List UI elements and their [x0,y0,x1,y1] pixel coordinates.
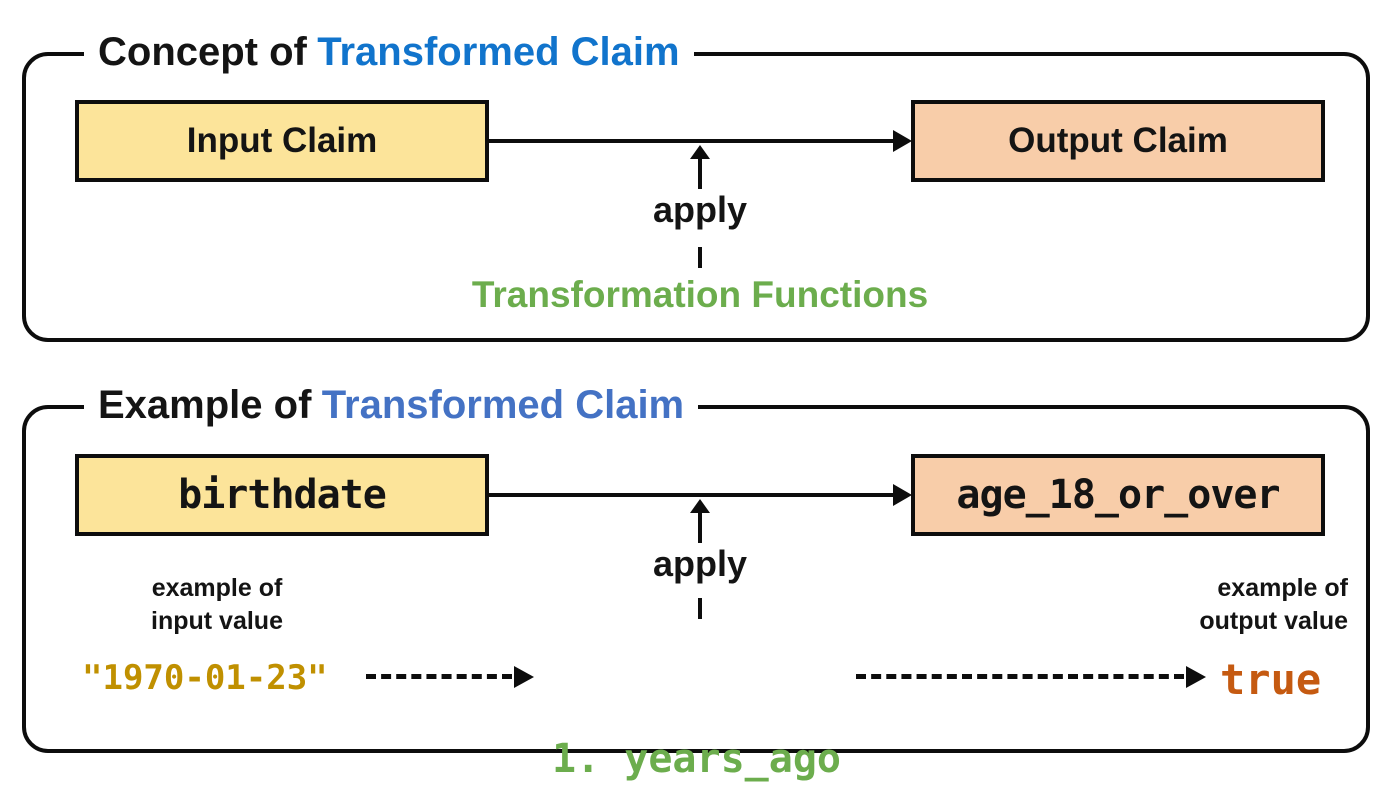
output-dashed-arrow-head-icon [1186,666,1206,688]
output-claim-label: Output Claim [1008,121,1228,160]
example-apply-arrow-head-icon [690,499,710,513]
example-apply-label: apply [652,543,748,584]
output-dashed-arrow-line [856,674,1184,679]
example-apply-dash [698,598,702,619]
input-example-caption-line2: input value [151,607,283,635]
concept-arrow-line [489,139,895,143]
age-claim-box: age_18_or_over [911,454,1325,536]
concept-apply-arrow-shaft [698,158,702,189]
output-example-caption-line2: output value [1199,607,1348,635]
input-example-caption: example of input value [112,572,322,638]
input-claim-label: Input Claim [186,121,378,160]
example-apply-arrow-shaft [698,512,702,543]
example-arrow-head-icon [893,484,912,506]
input-dashed-arrow-head-icon [514,666,534,688]
age-claim-label: age_18_or_over [956,472,1280,518]
example-arrow-line [489,493,895,497]
concept-panel-frame [22,52,1370,342]
birthdate-claim-label: birthdate [178,472,387,518]
example-title-highlight: Transformed Claim [321,383,685,427]
concept-apply-arrow-head-icon [690,145,710,159]
birthdate-claim-box: birthdate [75,454,489,536]
concept-apply-label: apply [652,189,748,230]
example-functions-list: 1. years_ago 2. gte 18 [552,627,841,788]
output-example-caption: example of output value [1138,572,1348,638]
concept-title-prefix: Concept of [98,30,307,74]
input-example-value: "1970-01-23" [82,658,328,698]
output-example-value: true [1220,655,1322,704]
concept-title-highlight: Transformed Claim [317,30,680,74]
input-example-caption-line1: example of [151,574,283,602]
transformation-functions-label: Transformation Functions [471,274,929,315]
output-example-caption-line1: example of [1217,574,1348,602]
concept-apply-dash [698,247,702,268]
output-claim-box: Output Claim [911,100,1325,182]
concept-arrow-head-icon [893,130,912,152]
function-step-1: 1. years_ago [552,736,841,782]
example-title-prefix: Example of [98,383,312,427]
input-claim-box: Input Claim [75,100,489,182]
input-dashed-arrow-line [366,674,512,679]
